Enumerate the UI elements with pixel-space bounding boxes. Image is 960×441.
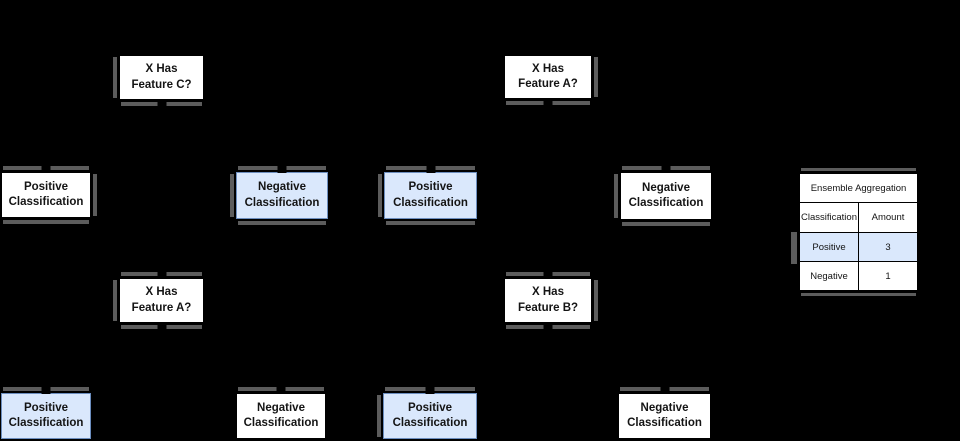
tree4-positive-node: Positive Classification (383, 382, 477, 439)
tree3-negative-node: Negative Classification (236, 382, 326, 439)
positive-classification-cell: Positive (812, 241, 846, 253)
table-row-negative: Negative 1 (800, 261, 917, 290)
tree2-root-node: X Has Feature A? (504, 55, 592, 110)
tree3-root-node: X Has Feature A? (119, 267, 204, 334)
connector-stub (157, 322, 166, 334)
table-shadow-fragment (791, 232, 797, 264)
tree2-positive-label: Positive Classification (393, 181, 468, 209)
tree1-negative-node: Negative Classification (236, 161, 328, 219)
ensemble-aggregation-table: Ensemble Aggregation Classification Amou… (791, 173, 918, 291)
table-header-classification: Classification (801, 212, 857, 223)
tree4-root-node: X Has Feature B? (504, 267, 592, 334)
connector-stub (543, 267, 553, 279)
table-header-row: Classification Amount (800, 203, 917, 232)
tree4-positive-label: Positive Classification (392, 401, 468, 429)
table-title: Ensemble Aggregation (800, 174, 917, 203)
tree3-root-label: X Has Feature A? (131, 286, 192, 314)
connector-stub (661, 161, 671, 173)
connector-stub (157, 267, 166, 279)
tree1-root-label: X Has Feature C? (131, 63, 192, 91)
table-row-positive: Positive 3 (800, 232, 917, 261)
tree1-positive-label: Positive Classification (8, 180, 84, 208)
tree2-root-label: X Has Feature A? (518, 62, 578, 90)
tree1-positive-node: Positive Classification (1, 161, 91, 218)
connector-stub (543, 98, 553, 110)
tree2-negative-node: Negative Classification (620, 161, 712, 220)
negative-amount-cell: 1 (858, 262, 917, 290)
tree4-negative-node: Negative Classification (618, 382, 711, 439)
connector-stub (277, 161, 287, 173)
connector-stub (660, 382, 669, 394)
negative-classification-cell: Negative (810, 270, 848, 282)
tree3-positive-label: Positive Classification (8, 401, 84, 429)
tree3-negative-label: Negative Classification (243, 401, 319, 429)
tree2-positive-node: Positive Classification (384, 161, 477, 219)
tree3-positive-node: Positive Classification (1, 382, 91, 439)
positive-amount-cell: 3 (858, 233, 917, 261)
connector-stub (426, 161, 435, 173)
tree4-root-label: X Has Feature B? (517, 286, 579, 314)
connector-stub (543, 322, 553, 334)
connector-stub (425, 382, 435, 394)
tree1-root-node: X Has Feature C? (119, 55, 204, 111)
connector-stub (41, 382, 51, 394)
tree1-negative-label: Negative Classification (244, 181, 320, 209)
tree4-negative-label: Negative Classification (627, 401, 702, 429)
connector-stub (41, 161, 51, 173)
table-header-amount: Amount (858, 203, 917, 232)
connector-stub (276, 382, 286, 394)
tree2-negative-label: Negative Classification (628, 181, 704, 209)
connector-stub (157, 99, 166, 111)
